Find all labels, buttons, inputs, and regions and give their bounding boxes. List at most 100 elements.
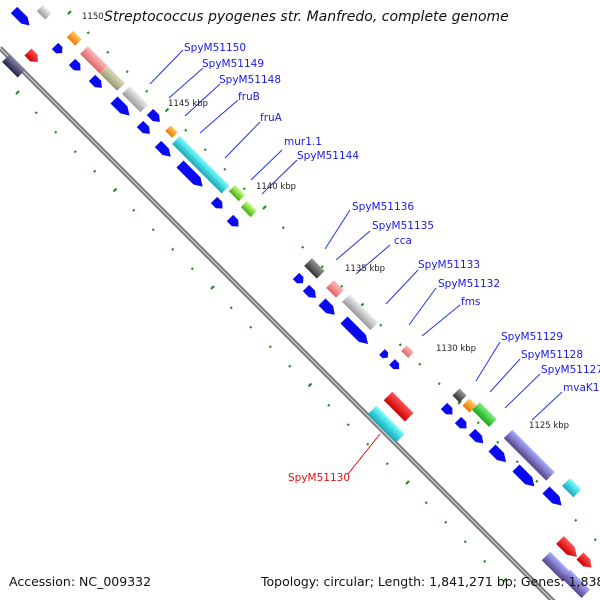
feature-shape: [36, 4, 52, 20]
feature-shape: [367, 405, 405, 443]
gene-arrow: [488, 444, 507, 463]
tick-mark: [535, 479, 539, 483]
feature-shape: [472, 402, 497, 427]
tick-mark: [288, 364, 292, 368]
gene-block: [66, 30, 82, 46]
gene-label: SpyM51133: [418, 259, 480, 271]
tick-mark: [112, 187, 118, 193]
tick-mark: [346, 423, 350, 427]
tick-mark: [574, 518, 578, 522]
feature-shape: [512, 464, 535, 487]
tick-mark: [132, 208, 136, 212]
tick-mark: [418, 362, 422, 366]
tick-mark: [515, 460, 519, 464]
feature-shape: [100, 66, 125, 91]
feature-shape: [66, 30, 82, 46]
gene-arrow: [88, 74, 102, 88]
tick-mark: [73, 150, 77, 154]
gene-arrow: [110, 96, 130, 116]
gene-arrow: [146, 108, 160, 122]
feature-shape: [51, 42, 63, 54]
feature-shape: [379, 349, 389, 359]
tick-mark: [281, 226, 285, 230]
tick-marks: [15, 10, 597, 583]
feature-shape: [576, 552, 592, 568]
gene-block: [172, 136, 230, 194]
tick-mark: [496, 440, 500, 444]
gene-label: SpyM51132: [438, 278, 500, 290]
genome-backbone: [0, 46, 556, 600]
feature-shape: [454, 416, 467, 429]
feature-shape: [401, 345, 414, 358]
gene-arrow: [468, 428, 484, 444]
tick-mark: [106, 50, 110, 54]
gene-arrow: [10, 6, 30, 26]
gene-arrow: [176, 160, 203, 187]
scale-label: 1150: [82, 12, 104, 22]
feature-shape: [136, 120, 150, 134]
feature-shape: [318, 298, 335, 315]
gene-block: [240, 200, 258, 218]
gene-label: cca: [394, 235, 412, 247]
tick-mark: [229, 306, 233, 310]
gene-arrow: [379, 349, 389, 359]
gene-arrow: [24, 48, 38, 62]
gene-arrow: [302, 284, 316, 298]
tick-mark: [398, 343, 402, 347]
gene-label: mur1.1: [284, 136, 322, 148]
feature-shape: [210, 196, 223, 209]
gene-arrow: [440, 402, 453, 415]
tick-mark: [210, 285, 215, 290]
gene-block: [367, 405, 405, 443]
page-title: Streptococcus pyogenes str. Manfredo, co…: [104, 9, 509, 25]
scale-label: 1140 kbp: [256, 182, 296, 192]
gene-arrow: [454, 416, 467, 429]
gene-arrow: [542, 486, 562, 506]
gene-arrow: [389, 359, 400, 370]
feature-shape: [228, 184, 246, 202]
gene-label: SpyM51148: [219, 74, 281, 86]
feature-shape: [165, 125, 178, 138]
tick-mark: [307, 382, 313, 388]
gene-block: [503, 429, 555, 481]
tick-mark: [301, 245, 305, 249]
tick-mark: [463, 540, 467, 544]
feature-shape: [154, 140, 171, 157]
tick-mark: [424, 501, 428, 505]
gene-block: [472, 402, 497, 427]
gene-block: [401, 345, 414, 358]
gene-arrow: [292, 272, 304, 284]
tick-mark: [593, 538, 597, 542]
tick-mark: [86, 31, 90, 35]
tick-mark: [242, 187, 246, 191]
feature-shape: [503, 429, 555, 481]
tick-mark: [223, 167, 227, 171]
tick-mark: [262, 205, 267, 210]
gene-arrow: [318, 298, 335, 315]
gene-block: [36, 4, 52, 20]
feature-shape: [542, 486, 562, 506]
gene-block: [2, 54, 26, 78]
gene-block: [452, 388, 467, 403]
tick-mark: [93, 169, 97, 173]
feature-shape: [488, 444, 507, 463]
feature-shape: [122, 86, 149, 113]
genome-summary-text: Topology: circular; Length: 1,841,271 bp…: [261, 574, 600, 589]
gene-label: SpyM51144: [297, 150, 359, 162]
tick-mark: [125, 70, 129, 74]
feature-shape: [2, 54, 26, 78]
gene-label: SpyM51135: [372, 220, 434, 232]
gene-block: [165, 125, 178, 138]
feature-shape: [326, 280, 344, 298]
feature-shape: [562, 478, 582, 498]
gene-label: fruA: [260, 112, 283, 124]
tick-mark: [437, 382, 441, 386]
feature-shape: [340, 316, 369, 345]
gene-arrow: [340, 316, 369, 345]
tick-mark: [171, 247, 175, 251]
feature-shape: [292, 272, 304, 284]
scale-label: 1135 kbp: [345, 264, 385, 274]
feature-shape: [68, 58, 81, 71]
tick-mark: [476, 421, 480, 425]
